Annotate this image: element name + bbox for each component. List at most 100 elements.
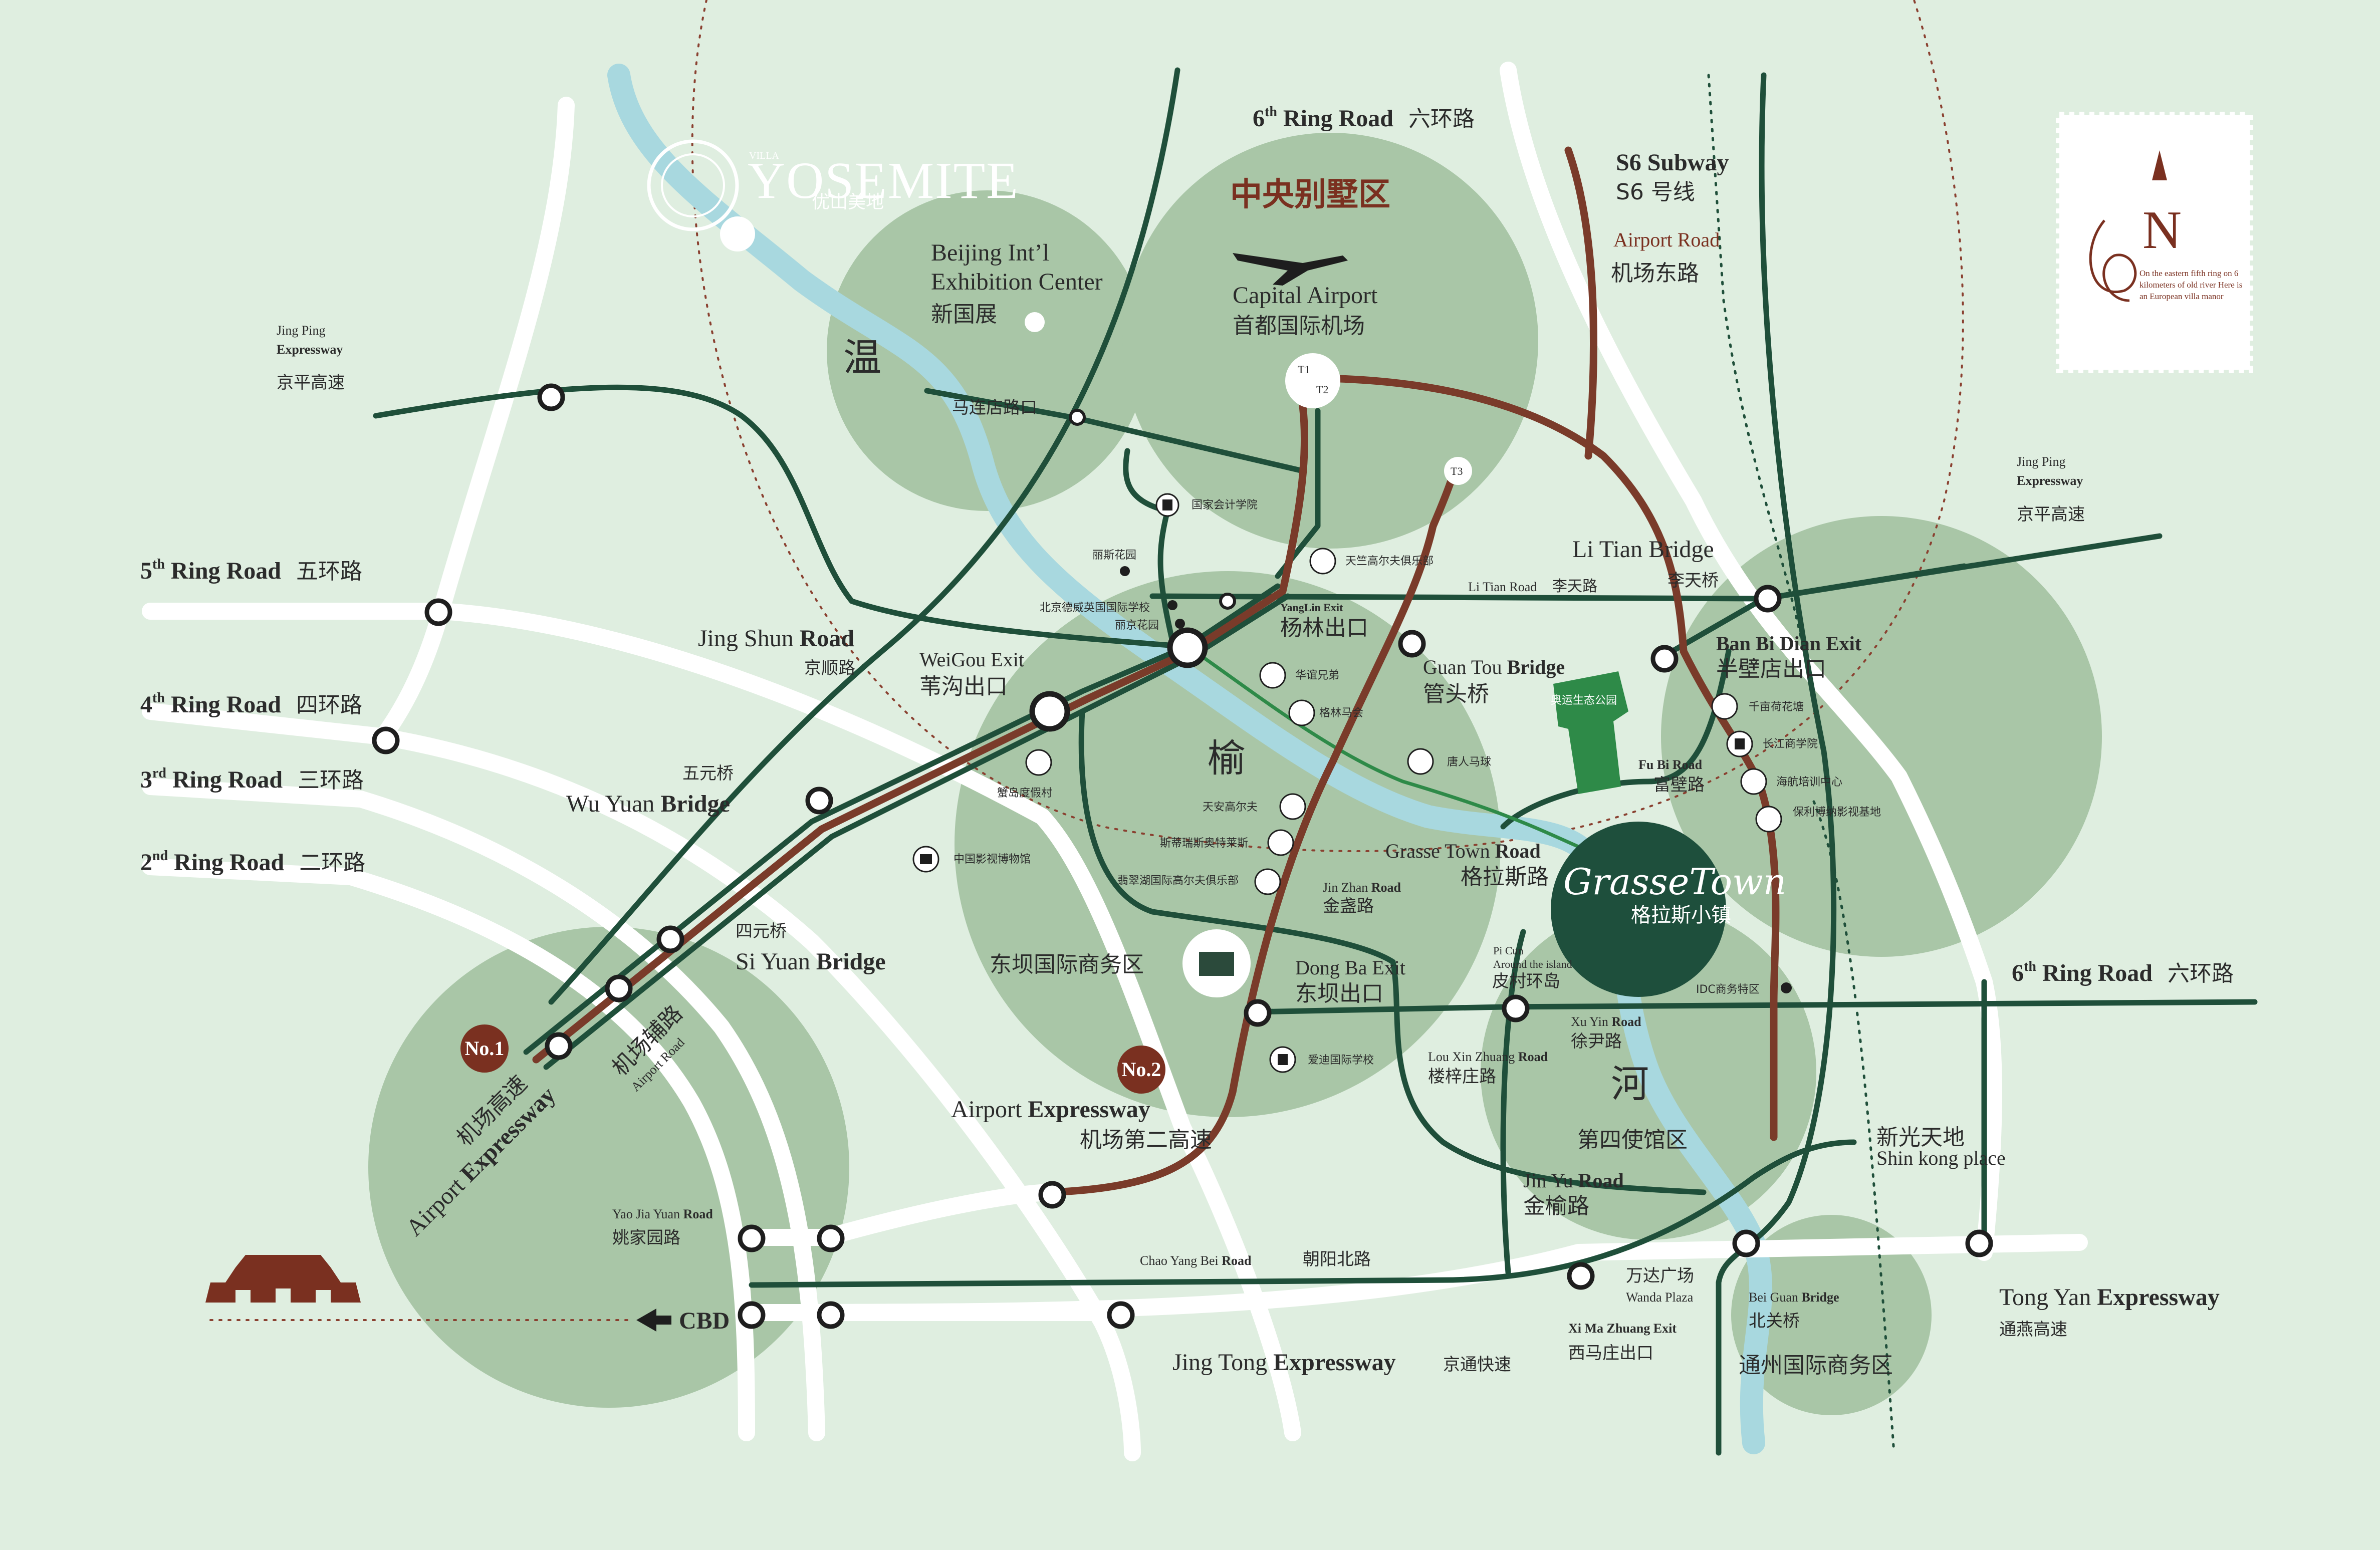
museum-glyph xyxy=(920,854,932,864)
marker-no2-label: No.2 xyxy=(1122,1058,1161,1081)
node-tongyan[interactable] xyxy=(1965,1229,1993,1257)
node-siyuan[interactable] xyxy=(656,925,684,953)
label-jingtong-cn: 京通快速 xyxy=(1443,1355,1511,1375)
yosemite-dot xyxy=(720,216,755,251)
node-wuyuan[interactable] xyxy=(805,787,833,815)
district-label-embassy: 第四使馆区 xyxy=(1577,1127,1688,1153)
ring-road-5 xyxy=(142,603,1301,1441)
label-yanglin-cn: 杨林出口 xyxy=(1280,615,1368,641)
poi-label-kuaiji: 国家会计学院 xyxy=(1192,499,1258,511)
label-wanda-cn: 万达广场 xyxy=(1626,1266,1694,1286)
polo-icon-tangren[interactable] xyxy=(1407,748,1434,775)
golf-icon-tianzhu[interactable] xyxy=(1309,548,1336,575)
film-icon-poly[interactable] xyxy=(1755,806,1782,833)
compass-letter: N xyxy=(2143,200,2182,260)
node-banbidian[interactable] xyxy=(1650,645,1679,673)
label-wuyuan-cn: 五元桥 xyxy=(682,763,734,784)
school-glyph-changjiang xyxy=(1735,738,1745,749)
label-fubi-en: Fu Bi Road xyxy=(1638,757,1703,772)
poi-label-lisi: 丽斯花园 xyxy=(1092,549,1136,562)
node-litian[interactable] xyxy=(1754,585,1782,613)
node-weigou[interactable] xyxy=(1029,691,1070,732)
poi-label-qianmu: 千亩荷花塘 xyxy=(1749,701,1804,713)
horse-icon-gelin[interactable] xyxy=(1288,699,1315,726)
label-airport-road-en: Airport Road xyxy=(1613,228,1720,251)
node-maliandian[interactable] xyxy=(1069,409,1086,426)
label-airport-exp2-en: Airport Expressway xyxy=(951,1096,1150,1123)
brand-emblem-icon xyxy=(647,139,739,231)
label-fubi-cn: 富壁路 xyxy=(1653,775,1705,795)
marker-no2[interactable] xyxy=(1117,1046,1165,1094)
district-circle-expo xyxy=(827,190,1147,511)
label-jingping-right-en1: Jing Ping xyxy=(2017,454,2066,469)
ring-road-5-west xyxy=(372,97,575,750)
lotus-icon-qianmu[interactable] xyxy=(1711,693,1738,720)
label-expo-en1: Beijing Int’l xyxy=(931,239,1049,266)
node-yaojiayuan-2[interactable] xyxy=(817,1224,845,1252)
airport-terminal-t1t2[interactable] xyxy=(1285,353,1340,408)
poi-label-huayi: 华谊兄弟 xyxy=(1295,669,1339,682)
node-jingtong[interactable] xyxy=(1107,1301,1135,1329)
label-jingping-right-en2: Expressway xyxy=(2017,473,2083,488)
node-jingshun[interactable] xyxy=(1167,627,1208,668)
label-picun-en1: Pi Cun xyxy=(1493,944,1524,957)
label-airport-en: Capital Airport xyxy=(1233,282,1378,309)
outlet-icon-steinway[interactable] xyxy=(1267,829,1294,856)
node-no1[interactable] xyxy=(545,1032,573,1060)
golf-icon-jade[interactable] xyxy=(1254,868,1281,895)
compass-note-box: On the eastern fifth ring on 6 kilometer… xyxy=(2139,269,2242,301)
lisi-dot xyxy=(1120,566,1130,576)
airport-terminal-t3[interactable] xyxy=(1444,457,1472,485)
label-siyuan-cn: 四元桥 xyxy=(736,921,787,941)
grasse-town-logo: GrasseTown xyxy=(1563,861,1786,903)
plane-icon-aviation[interactable] xyxy=(1740,768,1767,795)
node-dongba[interactable] xyxy=(1244,999,1272,1027)
label-t1: T1 xyxy=(1298,363,1310,376)
marker-no1[interactable] xyxy=(460,1024,509,1073)
label-s6-cn: S6 号线 xyxy=(1616,179,1695,205)
node-jingping-left[interactable] xyxy=(537,383,565,411)
poi-icons xyxy=(912,493,1782,1073)
label-jingping-left-en1: Jing Ping xyxy=(277,323,326,338)
label-expo-en2: Exhibition Center xyxy=(931,269,1103,295)
label-wuyuan-en: Wu Yuan Bridge xyxy=(566,791,730,817)
airport-expressway-2 xyxy=(1048,462,1460,1196)
node-beiguan[interactable] xyxy=(1732,1229,1760,1257)
grasse-town-circle[interactable] xyxy=(1551,822,1726,997)
poi-labels: 国家会计学院 丽斯花园 北京德威英国国际学校 丽京花园 天竺高尔夫俱乐部 华谊兄… xyxy=(954,499,1881,1067)
brown-roads xyxy=(532,146,1780,1196)
label-xuyin-cn: 徐尹路 xyxy=(1571,1031,1622,1052)
golf-icon-tianan[interactable] xyxy=(1279,793,1306,820)
node-ximazhuang[interactable] xyxy=(1567,1262,1595,1290)
school-glyph-iss xyxy=(1278,1054,1288,1065)
poi-label-poly: 保利博纳影视基地 xyxy=(1793,806,1881,819)
node-airport-aux[interactable] xyxy=(605,974,633,1002)
label-louxin-cn: 楼梓庄路 xyxy=(1428,1067,1496,1087)
film-icon-huayi[interactable] xyxy=(1259,662,1286,689)
resort-icon-crab-island[interactable] xyxy=(1025,749,1052,776)
grasse-town-cn: 格拉斯小镇 xyxy=(1631,904,1731,927)
label-yaojiayuan-cn: 姚家园路 xyxy=(612,1228,680,1248)
node-yaojiayuan-1[interactable] xyxy=(738,1224,766,1252)
north-arrow-icon xyxy=(2152,150,2167,180)
node-4th-ring[interactable] xyxy=(372,726,400,754)
node-picun[interactable] xyxy=(1502,994,1530,1022)
node-yanglin[interactable] xyxy=(1219,593,1236,610)
label-jingping-left-en2: Expressway xyxy=(277,342,343,357)
poi-label-changjiang: 长江商学院 xyxy=(1763,738,1818,750)
airport-expressway-outer xyxy=(543,593,1291,1070)
poi-label-steinway: 斯蒂瑞斯奥特莱斯 xyxy=(1160,837,1248,850)
district-label-yu: 榆 xyxy=(1208,736,1246,781)
node-5th-ring[interactable] xyxy=(424,598,452,626)
label-idc: IDC商务特区 xyxy=(1696,983,1760,996)
sixth-ring-road-top xyxy=(548,67,1180,1005)
node-cbd-2[interactable] xyxy=(817,1301,845,1329)
node-airport-exp2[interactable] xyxy=(1038,1181,1066,1209)
airplane-icon xyxy=(1233,253,1348,286)
node-guantou[interactable] xyxy=(1398,630,1426,658)
label-jinzhan-en: Jin Zhan Road xyxy=(1323,880,1401,895)
node-cbd-1[interactable] xyxy=(738,1301,766,1329)
